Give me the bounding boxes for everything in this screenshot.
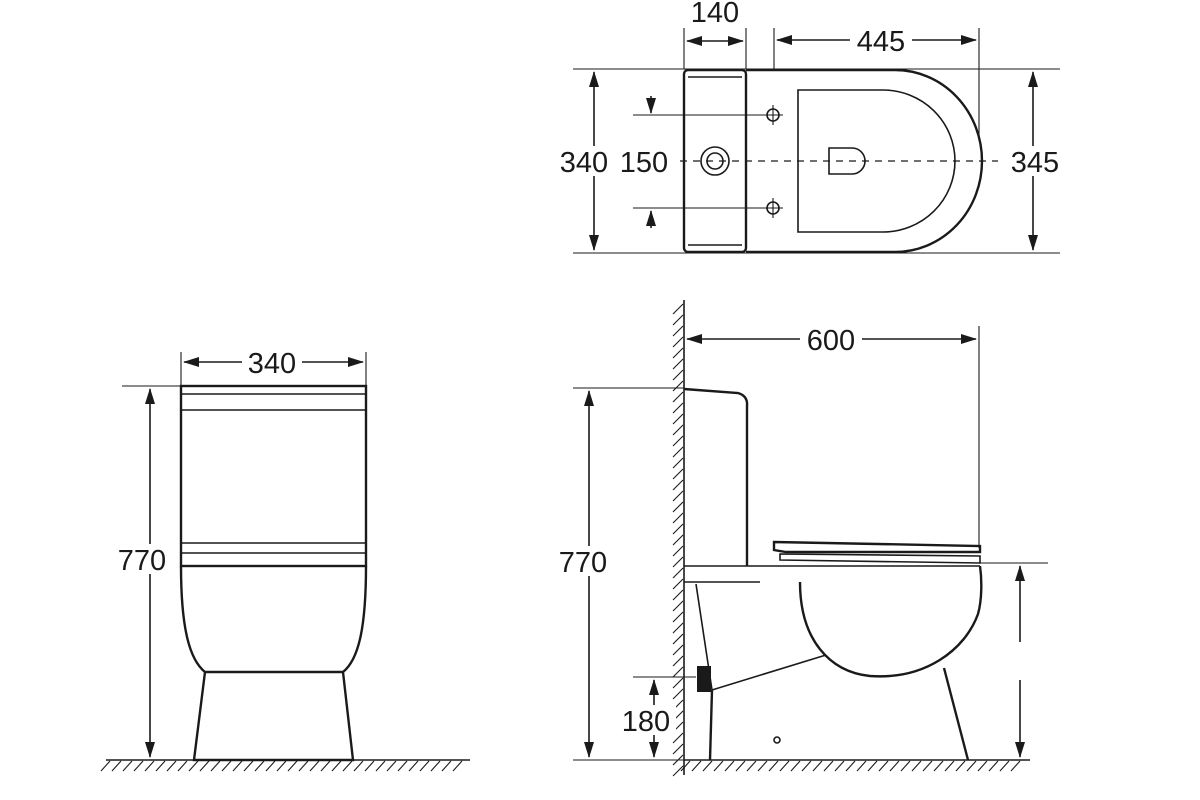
fixing-hole-icon	[773, 736, 781, 744]
front-view: 340 770	[100, 346, 470, 772]
top-view: 140 445 340 150 345	[560, 0, 1064, 254]
front-view-tank	[179, 384, 368, 568]
dim-bowl-length: 445	[857, 26, 905, 58]
drain-icon	[828, 147, 866, 175]
side-view: 600 770 180	[553, 300, 1048, 777]
side-view-wall-hatch	[672, 303, 684, 777]
outlet-connector-icon	[697, 666, 711, 692]
mounting-hole-icon	[763, 198, 783, 218]
dim-bowl-width: 345	[1011, 147, 1059, 179]
side-view-bowl	[798, 565, 983, 678]
dim-hole-spacing: 150	[620, 147, 668, 179]
dim-tank-width: 340	[560, 147, 608, 179]
side-view-tank	[683, 387, 749, 566]
dim-front-width: 340	[248, 348, 296, 380]
front-view-pedestal	[192, 671, 355, 762]
dim-side-height: 770	[559, 547, 607, 579]
dim-front-height: 770	[118, 545, 166, 577]
dim-outlet-height: 180	[622, 706, 670, 738]
side-view-seat-lid	[772, 540, 982, 554]
flush-button-icon	[700, 146, 730, 176]
front-view-floor-hatch	[100, 760, 463, 772]
side-view-floor-hatch	[680, 760, 1021, 772]
dim-tank-depth: 140	[691, 0, 739, 29]
front-view-bowl	[179, 565, 368, 674]
mounting-hole-icon	[763, 105, 783, 125]
dim-side-length: 600	[807, 325, 855, 357]
top-view-bowl-opening	[797, 89, 956, 233]
